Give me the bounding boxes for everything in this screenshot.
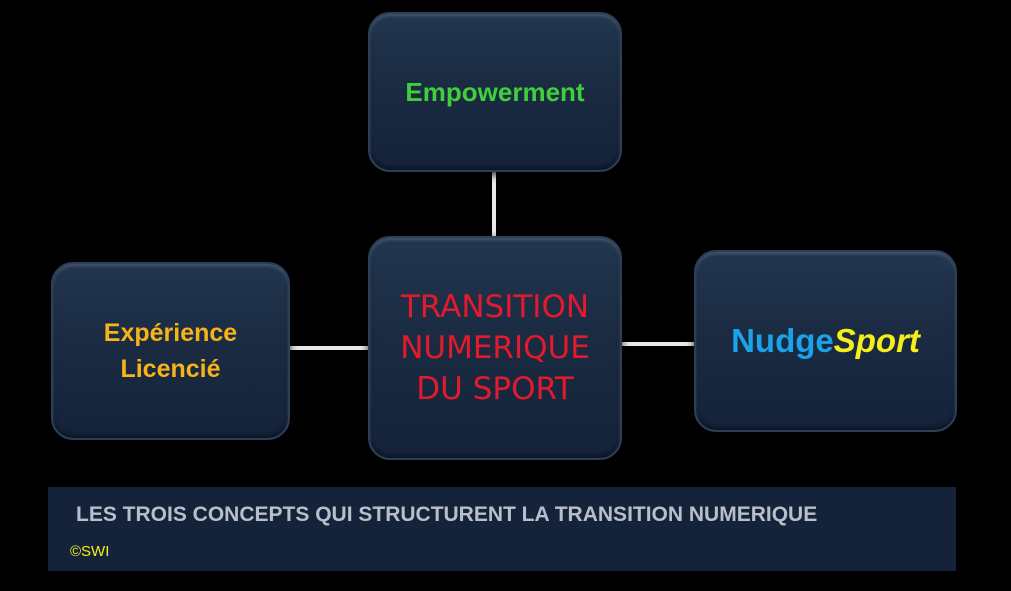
central-label-line3: DU SPORT	[416, 370, 574, 407]
connector-top	[492, 172, 496, 236]
nudgesport-label-sport: Sport	[833, 322, 920, 359]
concept-label-empowerment: Empowerment	[405, 76, 585, 107]
connector-left	[290, 346, 368, 350]
concept-box-experience-licencie: Expérience Licencié	[51, 262, 290, 440]
concept-label-line2: Licencié	[120, 355, 221, 383]
caption-title: LES TROIS CONCEPTS QUI STRUCTURENT LA TR…	[76, 503, 818, 526]
concept-label-line1: Expérience	[103, 319, 238, 347]
central-label-line2: NUMERIQUE	[400, 329, 590, 366]
central-concept-box: TRANSITION NUMERIQUE DU SPORT	[368, 236, 622, 460]
nudgesport-label-nudge: Nudge	[731, 322, 834, 359]
caption-band: LES TROIS CONCEPTS QUI STRUCTURENT LA TR…	[48, 487, 956, 571]
central-concept-label: TRANSITION NUMERIQUE DU SPORT	[400, 287, 590, 410]
central-label-line1: TRANSITION	[400, 288, 590, 325]
connector-right	[622, 342, 694, 346]
concept-box-nudgesport: NudgeSport	[694, 250, 957, 432]
copyright-label: ©SWI	[70, 543, 110, 560]
concept-label-experience-licencie: Expérience Licencié	[104, 315, 237, 387]
concept-box-empowerment: Empowerment	[368, 12, 622, 172]
concept-label-nudgesport: NudgeSport	[731, 322, 920, 360]
